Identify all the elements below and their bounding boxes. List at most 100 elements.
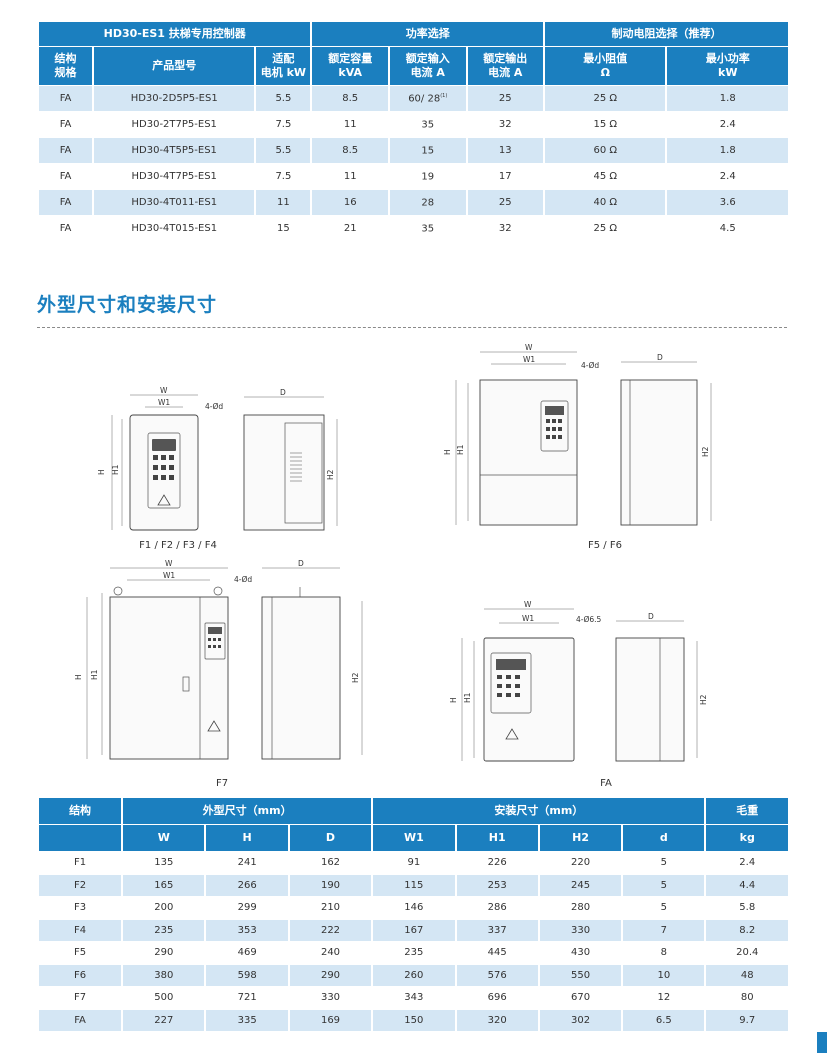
dim-cell: F7 <box>39 987 122 1009</box>
f7-holes-label: 4-Ød <box>234 575 252 584</box>
dim-col-h: H <box>206 825 288 851</box>
spec-cell-frame: FA <box>39 164 93 189</box>
dim-col-d: D <box>289 825 372 851</box>
spec-cell-rmin: 25 Ω <box>545 216 666 241</box>
dim-cell: 240 <box>289 942 372 964</box>
dim-cell: 190 <box>289 874 372 896</box>
spec-cell-output: 17 <box>467 164 544 189</box>
dim-cell: 9.7 <box>706 1009 788 1031</box>
spec-cell-model: HD30-2T7P5-ES1 <box>94 112 255 137</box>
drawing-f7-side: D H2 <box>261 559 363 760</box>
dim-col-h2: H2 <box>539 825 622 851</box>
spec-cell-frame: FA <box>39 112 93 137</box>
fa-h-label: H <box>449 697 458 703</box>
dim-cell: 266 <box>206 874 288 896</box>
dim-cell: 353 <box>206 919 288 941</box>
drawing-f1-front: W W1 4-Ød H H1 <box>97 386 223 531</box>
dim-cell: 8 <box>623 942 705 964</box>
f5-d-label: D <box>657 353 663 362</box>
dim-cell: 576 <box>456 964 538 986</box>
spec-cell-rmin: 25 Ω <box>545 86 666 111</box>
f1-w-label: W <box>160 386 168 395</box>
dim-cell: 380 <box>123 964 205 986</box>
dim-cell: 343 <box>373 987 455 1009</box>
dim-header-outline: 外型尺寸（mm） <box>123 798 372 824</box>
spec-cell-kva: 11 <box>312 112 388 137</box>
dim-header-weight: 毛重 <box>706 798 788 824</box>
dim-cell: 167 <box>373 919 455 941</box>
dim-cell: 5.8 <box>706 897 788 919</box>
dim-cell: F4 <box>39 919 122 941</box>
dim-cell: F2 <box>39 874 122 896</box>
dim-cell: 10 <box>623 964 705 986</box>
section-title: 外型尺寸和安装尺寸 <box>37 294 218 316</box>
dim-cell: 260 <box>373 964 455 986</box>
f5-caption: F5 / F6 <box>588 540 622 551</box>
dim-header-mounting: 安装尺寸（mm） <box>373 798 705 824</box>
f1-holes-label: 4-Ød <box>205 402 223 411</box>
dim-cell: 290 <box>123 942 205 964</box>
dim-cell: 253 <box>456 874 538 896</box>
col-header-model: 产品型号 <box>94 47 255 85</box>
spec-cell-model: HD30-4T015-ES1 <box>94 216 255 241</box>
drawing-f5-side: D H2 <box>620 353 712 526</box>
col-header-output: 额定输出电流 A <box>467 47 544 85</box>
spec-cell-input: 35 <box>389 112 466 137</box>
spec-cell-frame: FA <box>39 86 93 111</box>
spec-cell-output: 25 <box>467 86 544 111</box>
dim-cell: 169 <box>289 1009 372 1031</box>
f5-w1-label: W1 <box>523 355 535 364</box>
f1-h-label: H <box>97 469 106 475</box>
f5-h2-label: H2 <box>701 446 710 457</box>
fa-h1-label: H1 <box>463 692 472 703</box>
dim-cell: 335 <box>206 1009 288 1031</box>
drawing-fa-front: W W1 4-Ø6.5 H H1 <box>449 600 602 762</box>
dim-cell: F1 <box>39 852 122 874</box>
dim-cell: 670 <box>539 987 622 1009</box>
dim-cell: 8.2 <box>706 919 788 941</box>
brake-group-header: 制动电阻选择（推荐） <box>545 22 788 46</box>
f1-h1-label: H1 <box>111 464 120 475</box>
dim-cell: 222 <box>289 919 372 941</box>
spec-cell-motor: 5.5 <box>256 86 311 111</box>
f5-h1-label: H1 <box>456 444 465 455</box>
col-header-input: 额定输入电流 A <box>389 47 466 85</box>
f7-d-label: D <box>298 559 304 568</box>
dim-cell: 226 <box>456 852 538 874</box>
spec-cell-motor: 7.5 <box>256 164 311 189</box>
f7-h2-label: H2 <box>351 672 360 683</box>
spec-cell-kva: 16 <box>312 190 388 215</box>
f7-h-label: H <box>74 674 83 680</box>
f1-d-label: D <box>280 388 286 397</box>
spec-cell-frame: FA <box>39 216 93 241</box>
spec-cell-rmin: 15 Ω <box>545 112 666 137</box>
col-header-motor: 适配电机 kW <box>256 47 311 85</box>
spec-cell-kva: 21 <box>312 216 388 241</box>
f5-holes-label: 4-Ød <box>581 361 599 370</box>
spec-cell-model: HD30-4T7P5-ES1 <box>94 164 255 189</box>
dim-cell: 6.5 <box>623 1009 705 1031</box>
dim-header-frame: 结构 <box>39 798 122 824</box>
controller-group-header: HD30-ES1 扶梯专用控制器 <box>39 22 311 46</box>
dim-cell: 598 <box>206 964 288 986</box>
spec-table: HD30-ES1 扶梯专用控制器 功率选择 制动电阻选择（推荐） 结构规格 产品… <box>37 21 790 242</box>
spec-cell-motor: 11 <box>256 190 311 215</box>
dim-cell: 469 <box>206 942 288 964</box>
fa-w-label: W <box>524 600 532 609</box>
fa-w1-label: W1 <box>522 614 534 623</box>
col-header-frame: 结构规格 <box>39 47 93 85</box>
dim-cell: 210 <box>289 897 372 919</box>
section-divider <box>37 327 787 328</box>
fa-h2-label: H2 <box>699 694 708 705</box>
f7-caption: F7 <box>216 778 228 789</box>
